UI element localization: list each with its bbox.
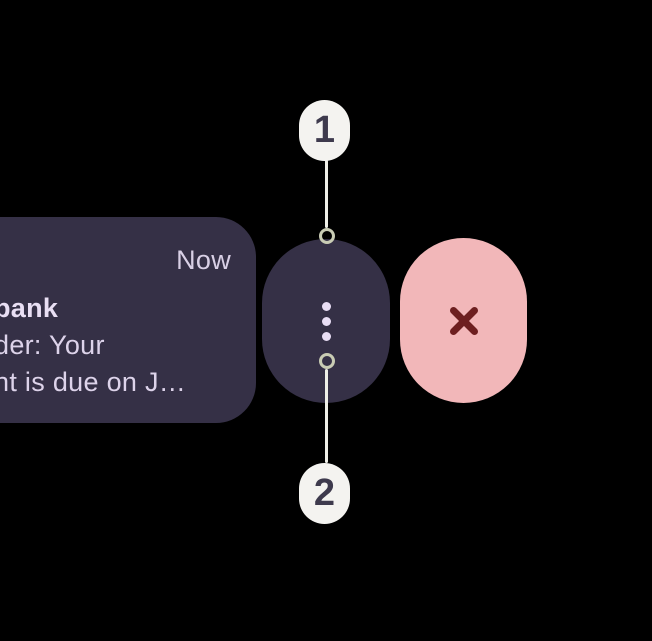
notification-body-line: nt is due on J… xyxy=(0,367,187,397)
annotation-connector-line xyxy=(325,369,328,463)
notification-dismiss-button[interactable] xyxy=(400,238,527,403)
annotation-connector-line xyxy=(325,160,328,228)
close-icon xyxy=(449,306,478,335)
annotation-step-badge-2: 2 xyxy=(299,463,350,524)
notification-time: Now xyxy=(176,245,231,275)
more-vert-icon xyxy=(321,301,331,341)
notification-body-line: der: Your xyxy=(0,330,105,360)
annotation-anchor-circle xyxy=(319,228,335,244)
dot xyxy=(321,301,331,311)
annotation-step-badge-1: 1 xyxy=(299,100,350,161)
annotation-anchor-circle xyxy=(319,353,335,369)
dot xyxy=(321,316,331,326)
dot xyxy=(321,331,331,341)
notification-title: bank xyxy=(0,293,59,323)
notification-card[interactable]: Now bank der: Your nt is due on J… xyxy=(0,217,256,423)
